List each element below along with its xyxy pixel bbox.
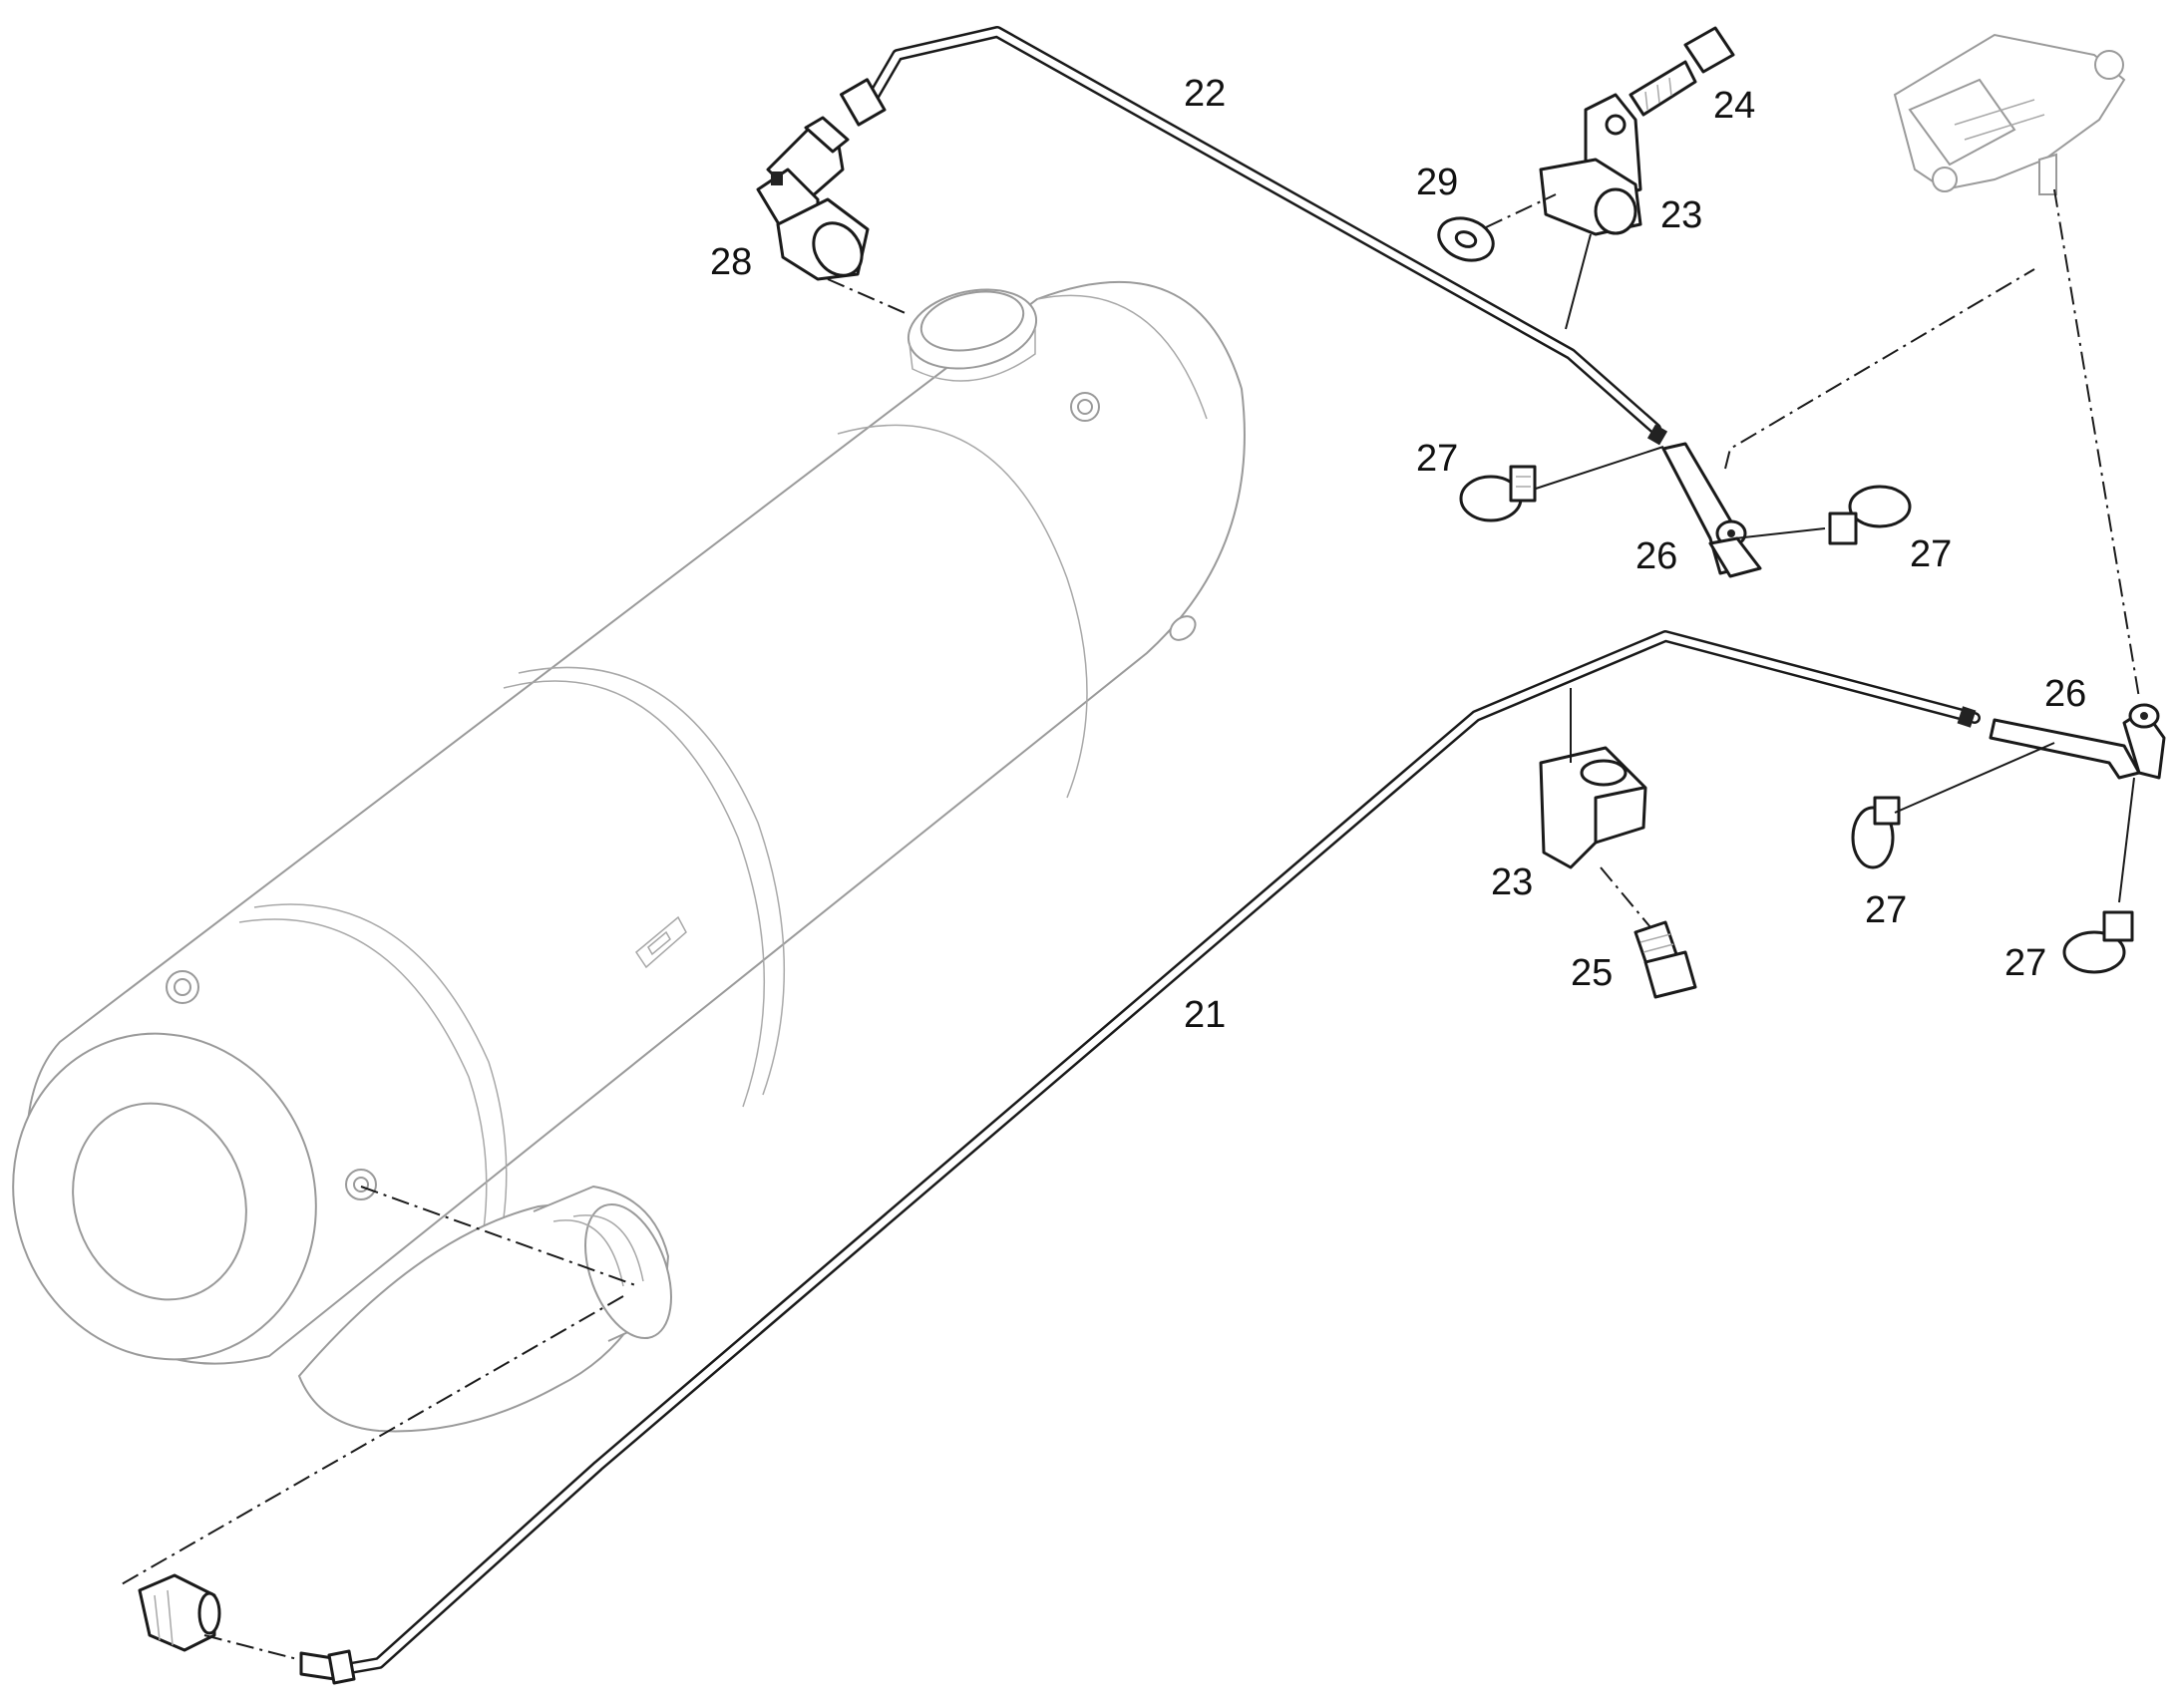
callout-27-a: 27	[1416, 438, 1458, 480]
callout-23-lower: 23	[1491, 861, 1533, 903]
pressure-pipe-22	[840, 26, 1668, 446]
hose-clamp-27-d	[2062, 910, 2134, 974]
callout-21: 21	[1184, 994, 1226, 1036]
callout-27-d: 27	[2004, 942, 2046, 984]
pipe-clamp-23-upper	[1539, 93, 1642, 330]
hose-26-lower	[1989, 703, 2166, 780]
callout-27-c: 27	[1865, 889, 1907, 931]
callout-24: 24	[1713, 85, 1755, 127]
elbow-fitting-28	[756, 116, 870, 281]
pressure-sensor	[1893, 33, 2126, 195]
pressure-pipe-21	[299, 630, 1981, 1685]
assembly-center-lines	[119, 188, 2140, 1661]
sensor-fitting-lower-left	[138, 1573, 221, 1652]
callout-22: 22	[1184, 73, 1226, 115]
callout-labels: 21 22 23 23 24 25 26 26 27 27 27 27 28 2…	[710, 73, 2086, 1036]
callout-28: 28	[710, 241, 752, 283]
hose-clamp-27-a	[1459, 465, 1537, 522]
leader-lines	[1535, 446, 2135, 903]
pipe-clamp-23-lower	[1539, 688, 1647, 869]
washer-29	[1437, 216, 1495, 262]
callout-27-b: 27	[1910, 533, 1952, 575]
bolt-24	[1629, 26, 1735, 117]
hose-clamp-27-b	[1828, 485, 1912, 545]
callout-29: 29	[1416, 162, 1458, 203]
callout-26-upper: 26	[1635, 535, 1677, 577]
callout-26-lower: 26	[2044, 673, 2086, 715]
callout-23-upper: 23	[1660, 194, 1702, 236]
silencer-housing	[12, 280, 1246, 1433]
callout-25: 25	[1571, 952, 1613, 994]
bolt-25	[1634, 920, 1697, 999]
hose-26-upper	[1661, 442, 1762, 578]
hose-clamp-27-c	[1851, 796, 1901, 869]
